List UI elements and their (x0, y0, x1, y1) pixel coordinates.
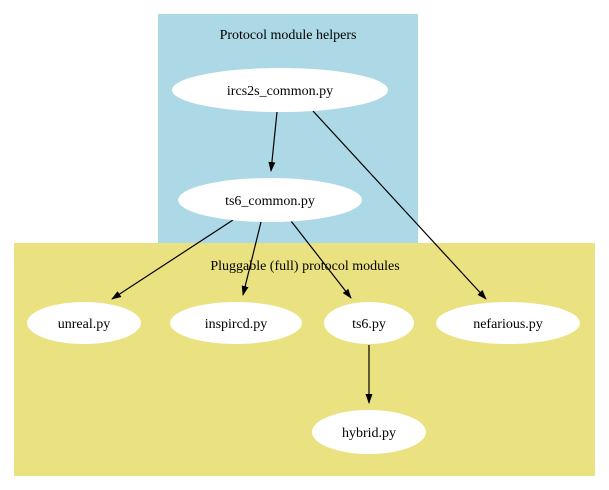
node-label-ts6: ts6.py (352, 317, 386, 332)
edge-ts6_common-to-inspircd (241, 221, 262, 296)
node-label-inspircd: inspircd.py (205, 317, 268, 332)
cluster-modules-label: Pluggable (full) protocol modules (210, 259, 399, 274)
node-inspircd (170, 302, 302, 344)
node-hybrid (312, 410, 426, 454)
edge-ts6_common-to-unreal (111, 219, 234, 300)
edge-ts6_common-to-ts6 (290, 220, 352, 299)
node-ts6-common (178, 178, 362, 222)
edge-ircs2s_common-to-nefarious (312, 110, 487, 300)
node-label-nefarious: nefarious.py (473, 317, 543, 332)
node-unreal (27, 302, 141, 344)
cluster-helpers-label: Protocol module helpers (220, 28, 357, 43)
node-ircs2s-common (172, 68, 388, 112)
node-ts6 (324, 302, 414, 344)
node-label-ts6-common: ts6_common.py (225, 194, 315, 209)
node-label-ircs2s-common: ircs2s_common.py (227, 84, 333, 99)
node-label-unreal: unreal.py (58, 317, 110, 332)
edge-ircs2s_common-to-ts6_common (268, 111, 278, 172)
cluster-modules (14, 243, 595, 476)
node-label-hybrid: hybrid.py (342, 426, 396, 441)
node-nefarious (436, 302, 580, 344)
